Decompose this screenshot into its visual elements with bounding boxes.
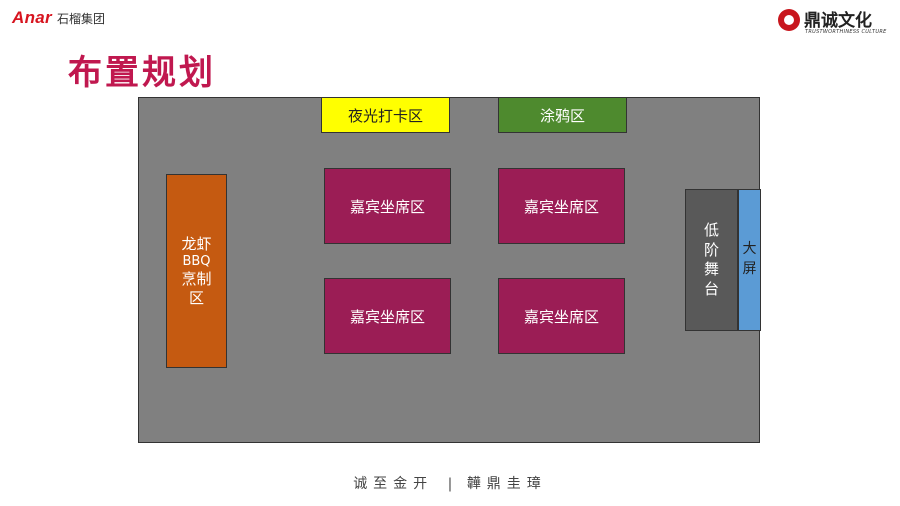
dingcheng-logo: 鼎诚文化 TRUSTWORTHINESS CULTURE <box>778 6 888 38</box>
zone-guest-seating: 嘉宾坐席区 <box>498 168 625 244</box>
stage-label-char: 低 <box>703 221 719 239</box>
anar-brand-cn: 石榴集团 <box>56 11 105 26</box>
dingcheng-name: 鼎诚文化 <box>804 11 872 31</box>
page-title: 布置规划 <box>68 53 216 93</box>
floor-plan-area <box>138 97 760 443</box>
bbq-label-line: 龙虾 <box>181 234 212 253</box>
screen-label-char: 屏 <box>742 261 757 277</box>
bbq-label-line: 烹制 <box>181 269 212 288</box>
bbq-label-line: BBQ <box>182 253 211 269</box>
stage-label-char: 阶 <box>703 240 719 259</box>
zone-low-stage: 低 阶 舞 台 <box>685 189 738 331</box>
zone-guest-seating: 嘉宾坐席区 <box>324 168 451 244</box>
dingcheng-mark-icon <box>778 9 800 31</box>
anar-brand-text: Anar <box>12 8 52 27</box>
stage-label-char: 舞 <box>703 260 719 278</box>
stage-label-char: 台 <box>703 279 719 298</box>
footer-separator: | <box>447 476 453 492</box>
zone-night-checkin: 夜光打卡区 <box>321 97 450 133</box>
zone-guest-seating: 嘉宾坐席区 <box>324 278 451 354</box>
zone-big-screen: 大 屏 <box>738 189 761 331</box>
zone-graffiti: 涂鸦区 <box>498 97 627 133</box>
screen-label-char: 大 <box>742 241 757 258</box>
zone-bbq: 龙虾 BBQ 烹制 区 <box>166 174 227 368</box>
footer-slogan-left: 诚至金开 <box>353 476 434 492</box>
footer-slogan: 诚至金开 | 韡鼎圭璋 <box>0 473 900 493</box>
dingcheng-subtitle: TRUSTWORTHINESS CULTURE <box>805 29 887 35</box>
bbq-label-line: 区 <box>188 288 204 307</box>
footer-slogan-right: 韡鼎圭璋 <box>466 476 547 492</box>
zone-guest-seating: 嘉宾坐席区 <box>498 278 625 354</box>
anar-logo: Anar 石榴集团 <box>12 8 105 28</box>
